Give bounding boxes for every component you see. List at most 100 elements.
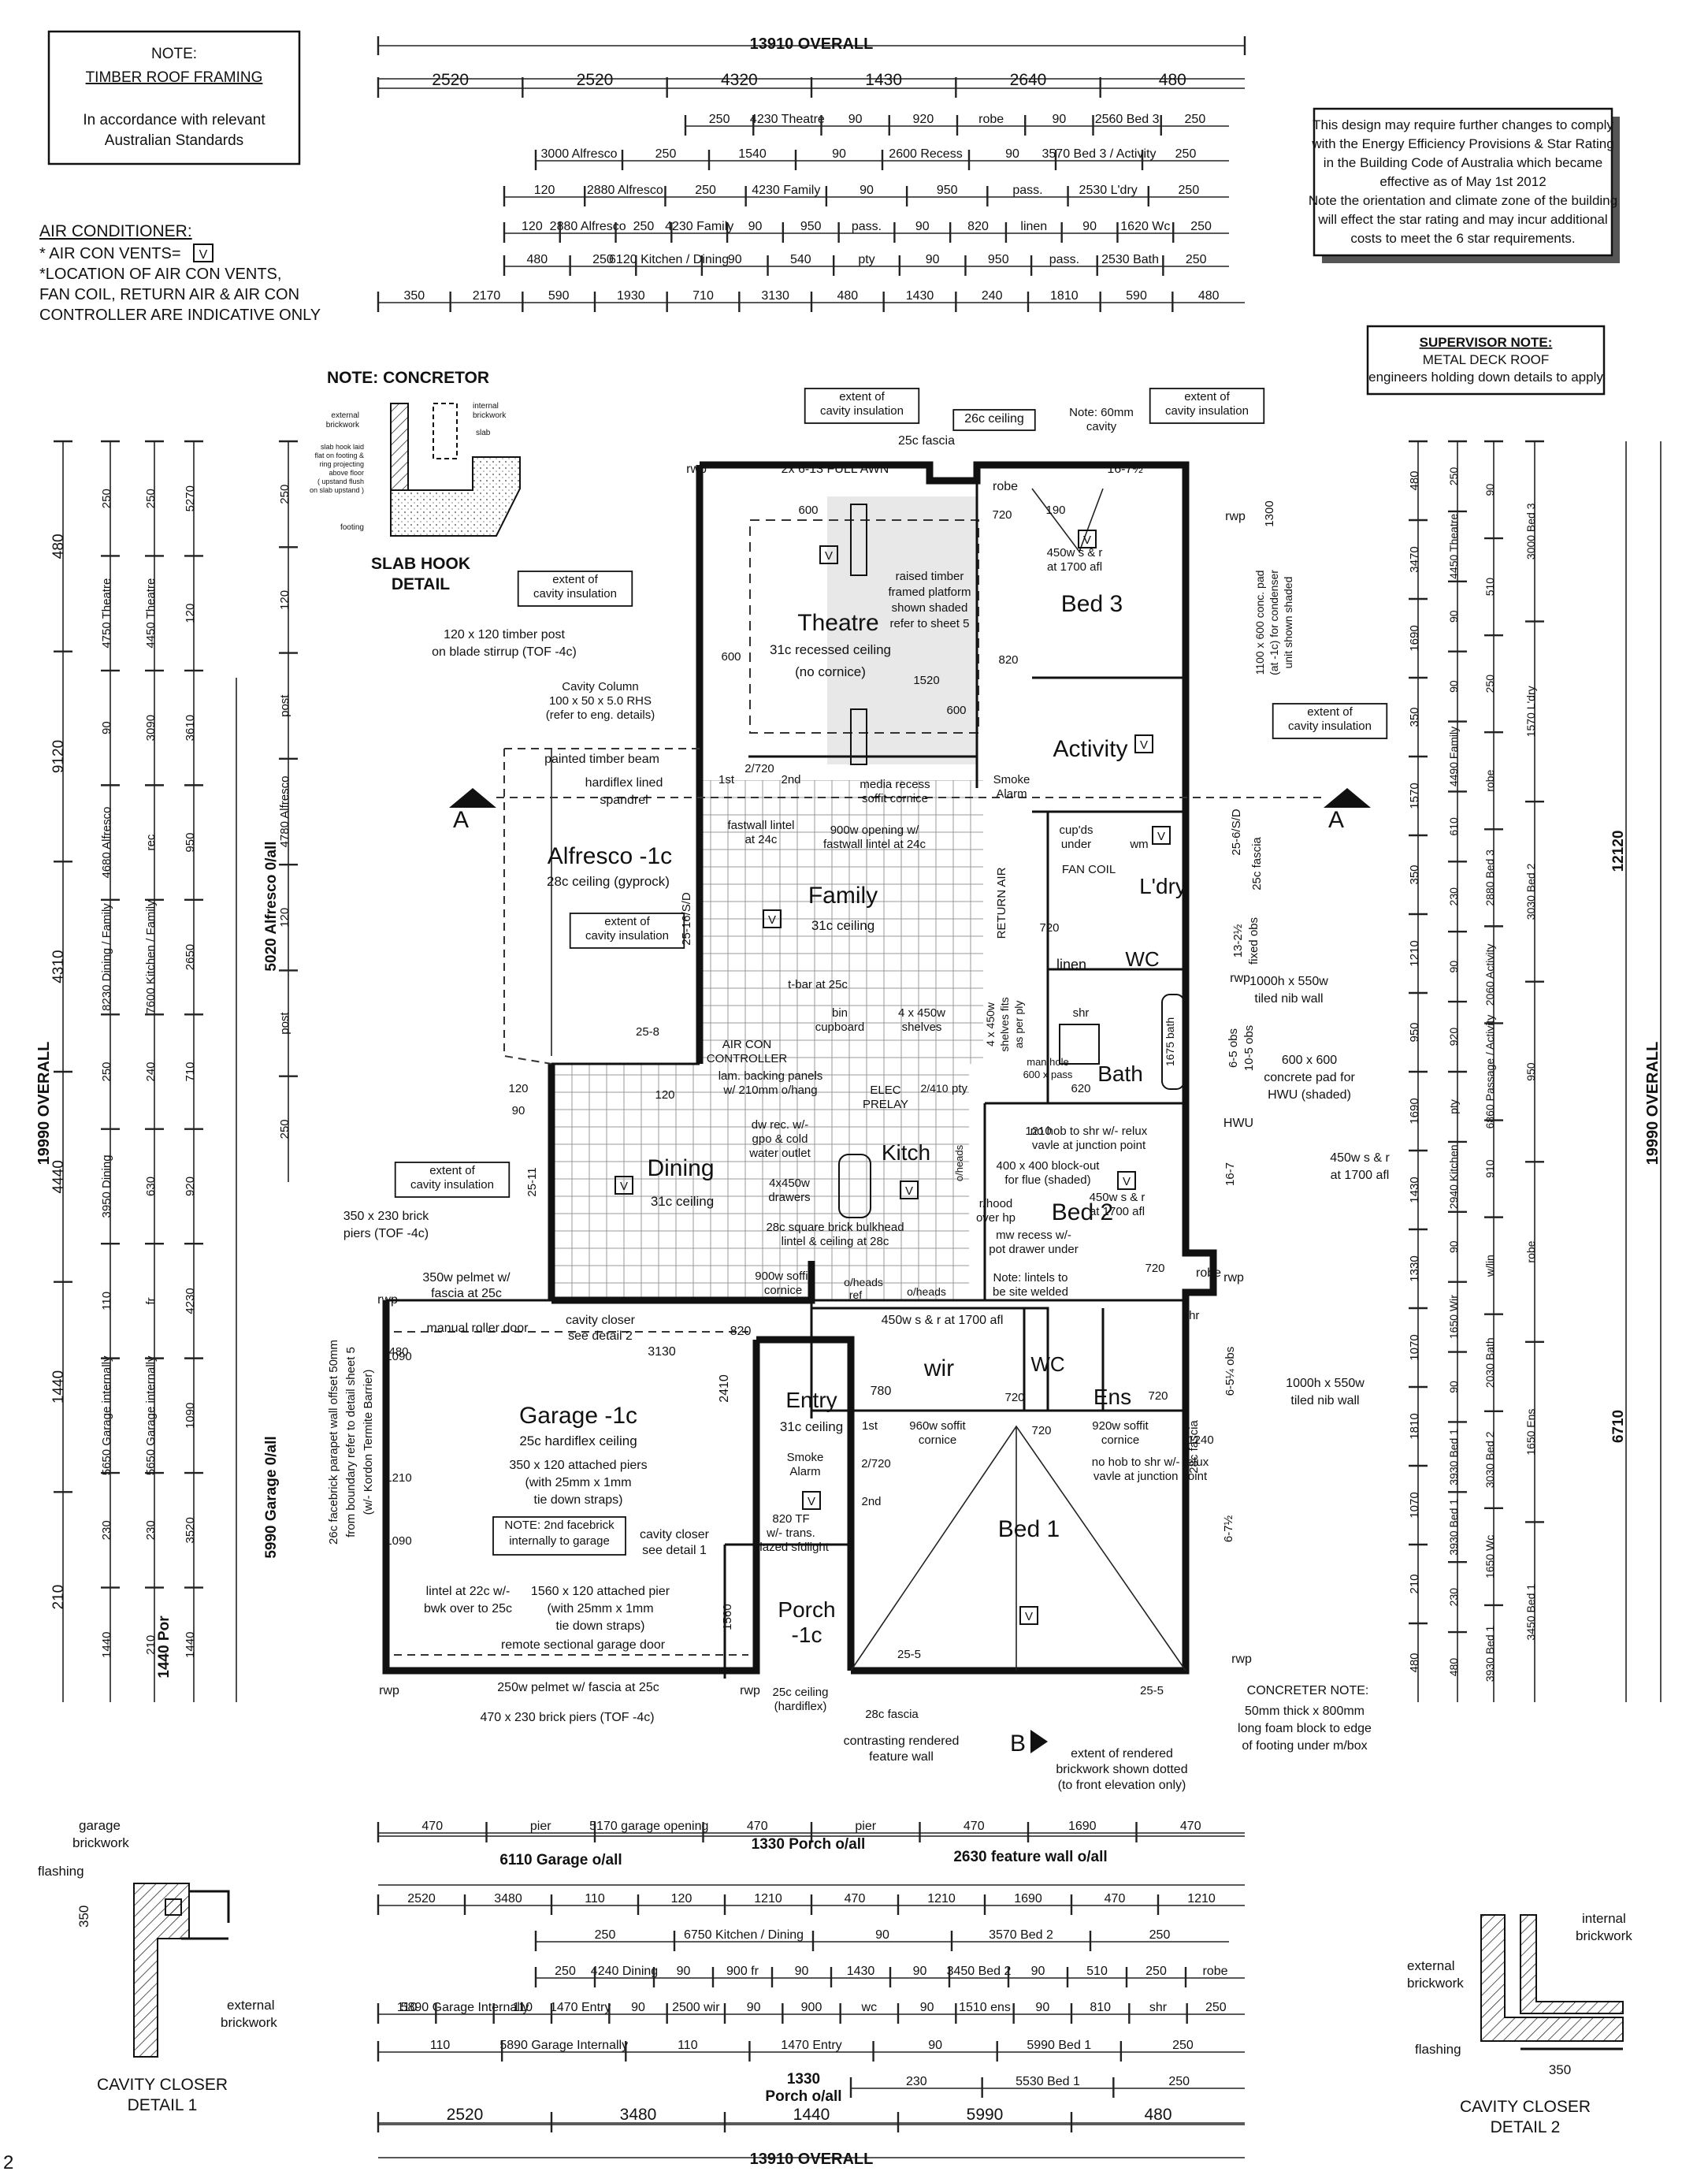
bottom-dim-row3: 250	[595, 1928, 616, 1942]
roof-note-line3: Australian Standards	[105, 132, 243, 149]
rwp-label: rwp	[1231, 1653, 1252, 1666]
concretor-title: NOTE: CONCRETOR	[327, 369, 489, 387]
rwp-label: rwp	[1225, 510, 1246, 523]
room-bed3: Bed 3	[1061, 591, 1123, 617]
left-dim-col2: 250	[100, 1061, 113, 1081]
right-dim-col3: 910	[1483, 1159, 1496, 1178]
left-dim-col1: 210	[50, 1585, 67, 1610]
fascia-note: 25c fascia	[898, 434, 955, 448]
concreter-note: of footing under m/box	[1242, 1739, 1367, 1753]
supervisor-line1: METAL DECK ROOF	[1423, 352, 1550, 367]
right-dimensions: 4803470169035015703501210950169014301330…	[1408, 440, 1662, 1702]
top-overall-dim: 13910 OVERALL	[750, 35, 874, 53]
aircon-vent-icon	[615, 1176, 633, 1195]
media-recess-note: media recess	[860, 778, 930, 791]
fan-coil: FAN COIL	[1062, 863, 1116, 876]
svg-text:above floor: above floor	[329, 469, 364, 477]
right-dim-col3: 2060 Activity	[1483, 944, 1496, 1006]
right-dim-col1: 1210	[1408, 940, 1421, 966]
right-dim-col1: 480	[1408, 470, 1421, 490]
linen-shelves: as per ply	[1012, 1001, 1025, 1049]
concreter-note-title: CONCRETER NOTE:	[1247, 1684, 1369, 1697]
top-dim-row3: 250	[1175, 147, 1197, 161]
bottom-dim-row2: 120	[671, 1892, 692, 1905]
shelves-note: 4 x 450w	[898, 1006, 945, 1020]
brick-piers-note: piers (TOF -4c)	[343, 1227, 429, 1240]
right-dim-col1: 1690	[1408, 625, 1421, 651]
smoke-alarm: Smoke	[993, 773, 1030, 786]
cavity1-title: CAVITY CLOSER	[97, 2076, 228, 2094]
hwu-pad-note: HWU (shaded)	[1268, 1088, 1351, 1102]
room-wc1: WC	[1125, 947, 1159, 971]
aircon-vent-icon	[1134, 734, 1153, 753]
top-dim-row6: 250	[1186, 253, 1207, 266]
svg-text:external: external	[331, 411, 359, 420]
parapet-note: from boundary refer to detail sheet 5	[344, 1347, 358, 1537]
right-dim-col2: 90	[1447, 680, 1460, 693]
left-dim-col2: 8230 Dining / Family	[100, 903, 113, 1011]
top-dim-row4: pass.	[1012, 184, 1042, 197]
roof-framing-note: NOTE: TIMBER ROOF FRAMING In accordance …	[47, 30, 301, 165]
bottom-dim-row5: 1470 Entry	[550, 2001, 611, 2014]
bottom-dim-row4: robe	[1202, 1965, 1227, 1978]
bottom-dim-row1: 5170 garage opening	[589, 1820, 708, 1833]
top-dim-row5: 250	[1190, 220, 1212, 233]
vent-glyph: V	[1083, 534, 1091, 547]
room-ens: Ens	[1093, 1385, 1131, 1409]
bottom-dim-row4: 510	[1086, 1965, 1108, 1978]
svg-text:V: V	[199, 248, 208, 262]
dim-16-7: 16-7½	[1107, 463, 1142, 476]
cavity-closer-detail-2: internal brickwork external brickwork fl…	[1407, 1911, 1632, 2136]
svg-text:( upstand flush: ( upstand flush	[317, 478, 364, 485]
aircon-vent-icon	[193, 244, 214, 262]
hwu-label: HWU	[1223, 1117, 1253, 1130]
misc-dim: 6-5¼ obs	[1223, 1347, 1237, 1396]
top-dim-row5: 2880 Alfresco	[550, 220, 626, 233]
top-dim-row3: 250	[655, 147, 677, 161]
svg-text:flat on footing &: flat on footing &	[314, 452, 364, 459]
bottom-dim-row1: 470	[747, 1820, 768, 1833]
rhood-note: r/hood	[979, 1197, 1013, 1210]
left-overall-dim: 19990 OVERALL	[35, 1042, 53, 1166]
left-dim-col3: 5650 Garage internally	[144, 1355, 158, 1475]
soffit-960: cornice	[919, 1433, 956, 1447]
concreter-note: long foam block to edge	[1238, 1722, 1372, 1735]
ceiling-entry: 31c ceiling	[780, 1419, 843, 1434]
theatre-dim: 600	[721, 650, 741, 664]
bottom-dim-row2: 3480	[494, 1892, 522, 1905]
cavity-closer2-note: cavity closer	[566, 1314, 636, 1327]
misc-dim: 25-5	[897, 1648, 921, 1661]
bottom-dim-row4: 90	[913, 1965, 927, 1978]
room-porch: Porch	[778, 1597, 835, 1622]
right-dim-col1: 1070	[1408, 1334, 1421, 1360]
misc-number: 620	[1071, 1082, 1090, 1095]
dim-label: 820	[730, 1325, 752, 1338]
top-dim-row7: 1930	[617, 289, 645, 303]
shelves-note: shelves	[902, 1021, 942, 1034]
no-hob-note: no hob to shr w/- relux	[1092, 1456, 1209, 1469]
raised-platform	[827, 496, 977, 764]
lintels-note: Note: lintels to	[993, 1271, 1068, 1285]
right-dim-col1: 1810	[1408, 1413, 1421, 1439]
right-dim-col3: 250	[1483, 675, 1496, 693]
top-dim-row7: 350	[403, 289, 425, 303]
top-dim-row5: 90	[1082, 220, 1097, 233]
top-dim-row7: 3130	[761, 289, 789, 303]
left-dim-col4: 3610	[184, 715, 197, 741]
bottom-dim-row7: 250	[1168, 2075, 1190, 2088]
left-dim-col3: 7600 Kitchen / Family	[144, 900, 158, 1014]
bottom-dim-row4: 900 fr	[726, 1965, 759, 1978]
ceiling-25c: (hardiflex)	[774, 1700, 827, 1713]
cavity-insulation-note: cavity insulation	[410, 1178, 494, 1192]
bath-tub	[1161, 994, 1185, 1090]
bottom-dim-row5: shr	[1149, 2001, 1168, 2014]
energy-note-line: with the Energy Efficiency Provisions & …	[1311, 136, 1613, 151]
misc-number: 1090	[385, 1350, 411, 1363]
theatre-dim: 600	[798, 504, 818, 517]
right-dim-col2: 480	[1447, 1658, 1460, 1677]
bottom-dim-row5: 1510 ens	[959, 2001, 1011, 2014]
rwp-label: rwp	[377, 1293, 398, 1307]
